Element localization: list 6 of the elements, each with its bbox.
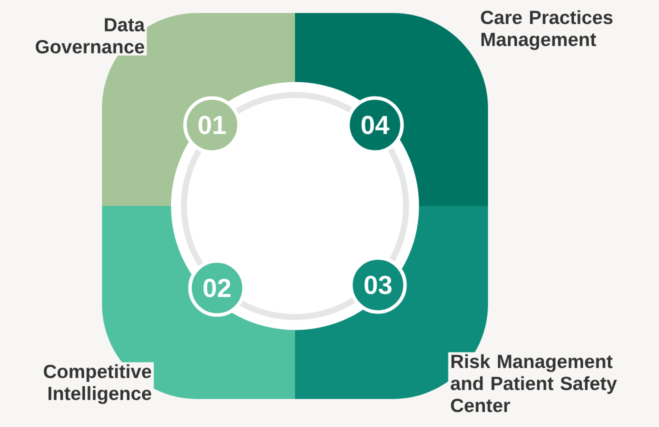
number-badge: 02: [188, 259, 246, 317]
number-badge: 04: [346, 96, 404, 154]
node-label: Center: [450, 398, 510, 412]
number-badge: 01: [183, 96, 241, 154]
node-label: Care Practices Management: [480, 10, 612, 50]
number-badge: 03: [349, 256, 407, 314]
